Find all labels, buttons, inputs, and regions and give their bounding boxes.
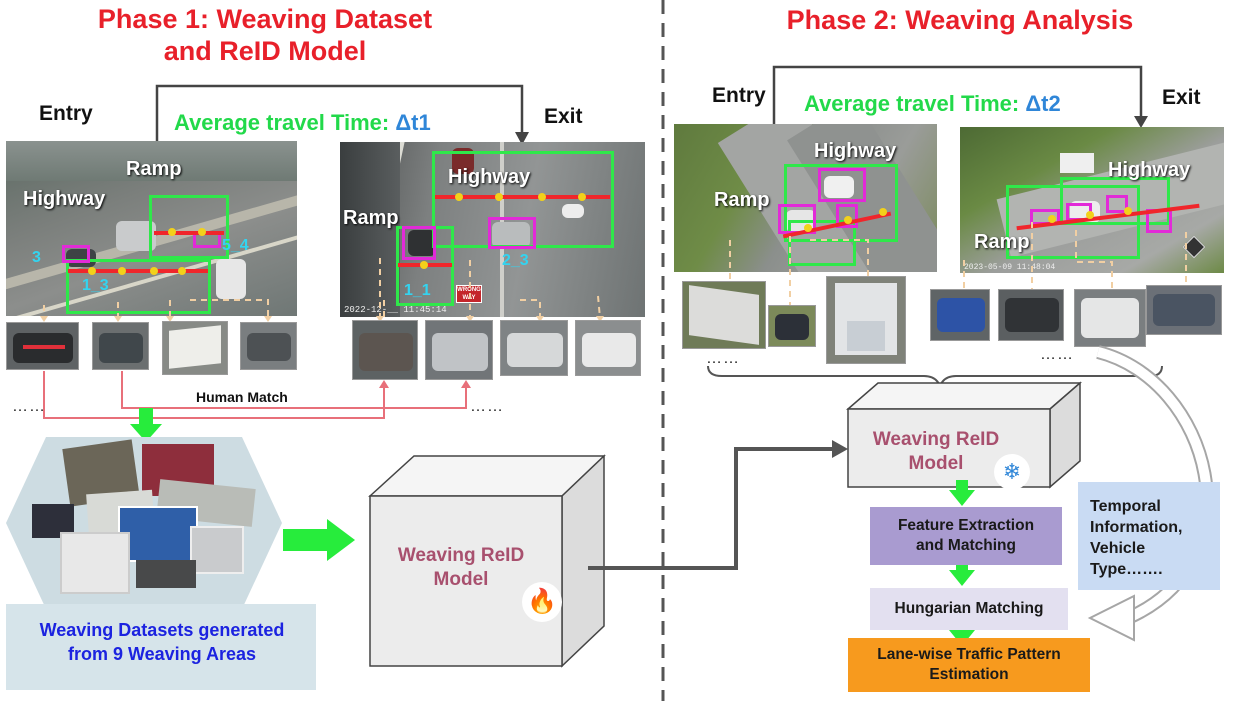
phase2-dots-right: …… (1040, 346, 1074, 363)
phase1-entry-label: Entry (39, 102, 93, 125)
p2-thumb-6 (1074, 289, 1146, 347)
phase2-exit-highway-label: Highway (1108, 159, 1191, 181)
phase1-entry-scene: Ramp Highway 1_3 5_4 3 (6, 141, 297, 316)
dataset-label (6, 604, 316, 690)
p2-thumb-1 (682, 281, 766, 349)
phase1-exit-label: Exit (544, 105, 583, 128)
phase2-exit-timestamp: 2023-05-09 11:48:04 (964, 263, 1056, 272)
phase1-entry-highway-label: Highway (23, 188, 106, 210)
phase1-dashed-connectors (40, 258, 604, 322)
phase1-exit-id-a: 1_1 (404, 282, 431, 299)
p1-thumb-2 (92, 322, 149, 370)
p1-thumb-3 (162, 321, 228, 375)
phase2-entry-ramp-label: Ramp (714, 189, 770, 211)
phase2-avg-delta: Δt2 (1025, 91, 1061, 116)
phase1-avg-label: Average travel Time: (174, 110, 396, 135)
p1-thumb-5 (352, 320, 418, 380)
p2-thumb-4 (930, 289, 990, 341)
step-feature-extraction-label: Feature Extraction and Matching (897, 517, 1035, 554)
phase2-exit-label: Exit (1162, 86, 1201, 109)
phase1-exit-id-b: 2_3 (502, 252, 529, 269)
phase1-avg-travel-time: Average travel Time: Δt1 (174, 110, 431, 136)
phase2-avg-travel-time: Average travel Time: Δt2 (804, 91, 1061, 117)
p2-thumb-7 (1146, 285, 1222, 335)
temporal-info-text: Temporal Information, Vehicle Type……. (1090, 498, 1183, 578)
p1-thumb-7 (500, 320, 568, 376)
phase2-model-label: Weaving ReID Model (872, 429, 1000, 474)
phase1-entry-ramp-label: Ramp (126, 158, 182, 180)
phase1-title-line2: and ReID Model (163, 36, 367, 66)
p2-thumb-2 (768, 305, 816, 347)
phase2-dots-left: …… (706, 350, 740, 367)
human-match-label: Human Match (196, 389, 288, 405)
phase2-title: Phase 2: Weaving Analysis (786, 5, 1134, 35)
phase1-exit-ramp-label: Ramp (343, 207, 399, 229)
phase1-entry-id-c: 3 (32, 249, 41, 266)
phase2-avg-label: Average travel Time: (804, 91, 1026, 116)
green-right-arrow (283, 519, 355, 561)
step-lane-wise-estimation-label: Lane-wise Traffic Pattern Estimation (877, 646, 1061, 683)
p1-thumb-4 (240, 322, 297, 370)
p1-thumb-1 (6, 322, 79, 370)
phase1-title: Phase 1: Weaving Dataset and ReID Model (40, 3, 490, 67)
step-hungarian-matching-label: Hungarian Matching (894, 600, 1044, 617)
step-lane-wise-estimation: Lane-wise Traffic Pattern Estimation (848, 638, 1090, 692)
phase1-exit-highway-label: Highway (448, 166, 531, 188)
phase1-travel-arrow (155, 84, 529, 145)
phase2-exit-ramp-label: Ramp (974, 231, 1030, 253)
fire-icon: 🔥 (522, 582, 562, 622)
phase1-entry-id-a: 1_3 (82, 277, 109, 294)
step-feature-extraction: Feature Extraction and Matching (870, 507, 1062, 565)
step-hungarian-matching: Hungarian Matching (870, 588, 1068, 630)
phase2-entry-highway-label: Highway (814, 140, 897, 162)
phase1-model-label: Weaving ReID Model (397, 545, 525, 590)
dataset-label-text: Weaving Datasets generated from 9 Weavin… (39, 620, 285, 664)
human-match-connectors (43, 371, 471, 419)
phase1-avg-delta: Δt1 (395, 110, 431, 135)
p2-thumb-5 (998, 289, 1064, 341)
p2-thumb-3 (826, 276, 906, 364)
dataset-collage (30, 439, 260, 605)
phase1-model-cube (368, 454, 606, 668)
p1-thumb-6 (425, 320, 493, 380)
phase2-entry-label: Entry (712, 84, 766, 107)
phase1-exit-scene: WRONG WAY Ramp Highway 1_1 2_3 2022-12-_… (340, 142, 645, 317)
phase1-dots-left: …… (12, 398, 46, 415)
phase1-exit-timestamp: 2022-12-__ 11:45:14 (344, 305, 447, 315)
phase2-entry-scene: Ramp Highway (674, 124, 937, 272)
snowflake-icon: ❄ (994, 454, 1030, 490)
phase1-dots-right: …… (470, 398, 504, 415)
temporal-info-box (1078, 482, 1220, 590)
green-down-arrow-dataset (130, 408, 162, 442)
phase2-exit-scene: Ramp Highway 2023-05-09 11:48:04 (960, 127, 1224, 273)
p1-thumb-8 (575, 320, 641, 376)
phase1-entry-id-b: 5_4 (222, 237, 249, 254)
phase1-title-line1: Phase 1: Weaving Dataset (97, 4, 433, 34)
